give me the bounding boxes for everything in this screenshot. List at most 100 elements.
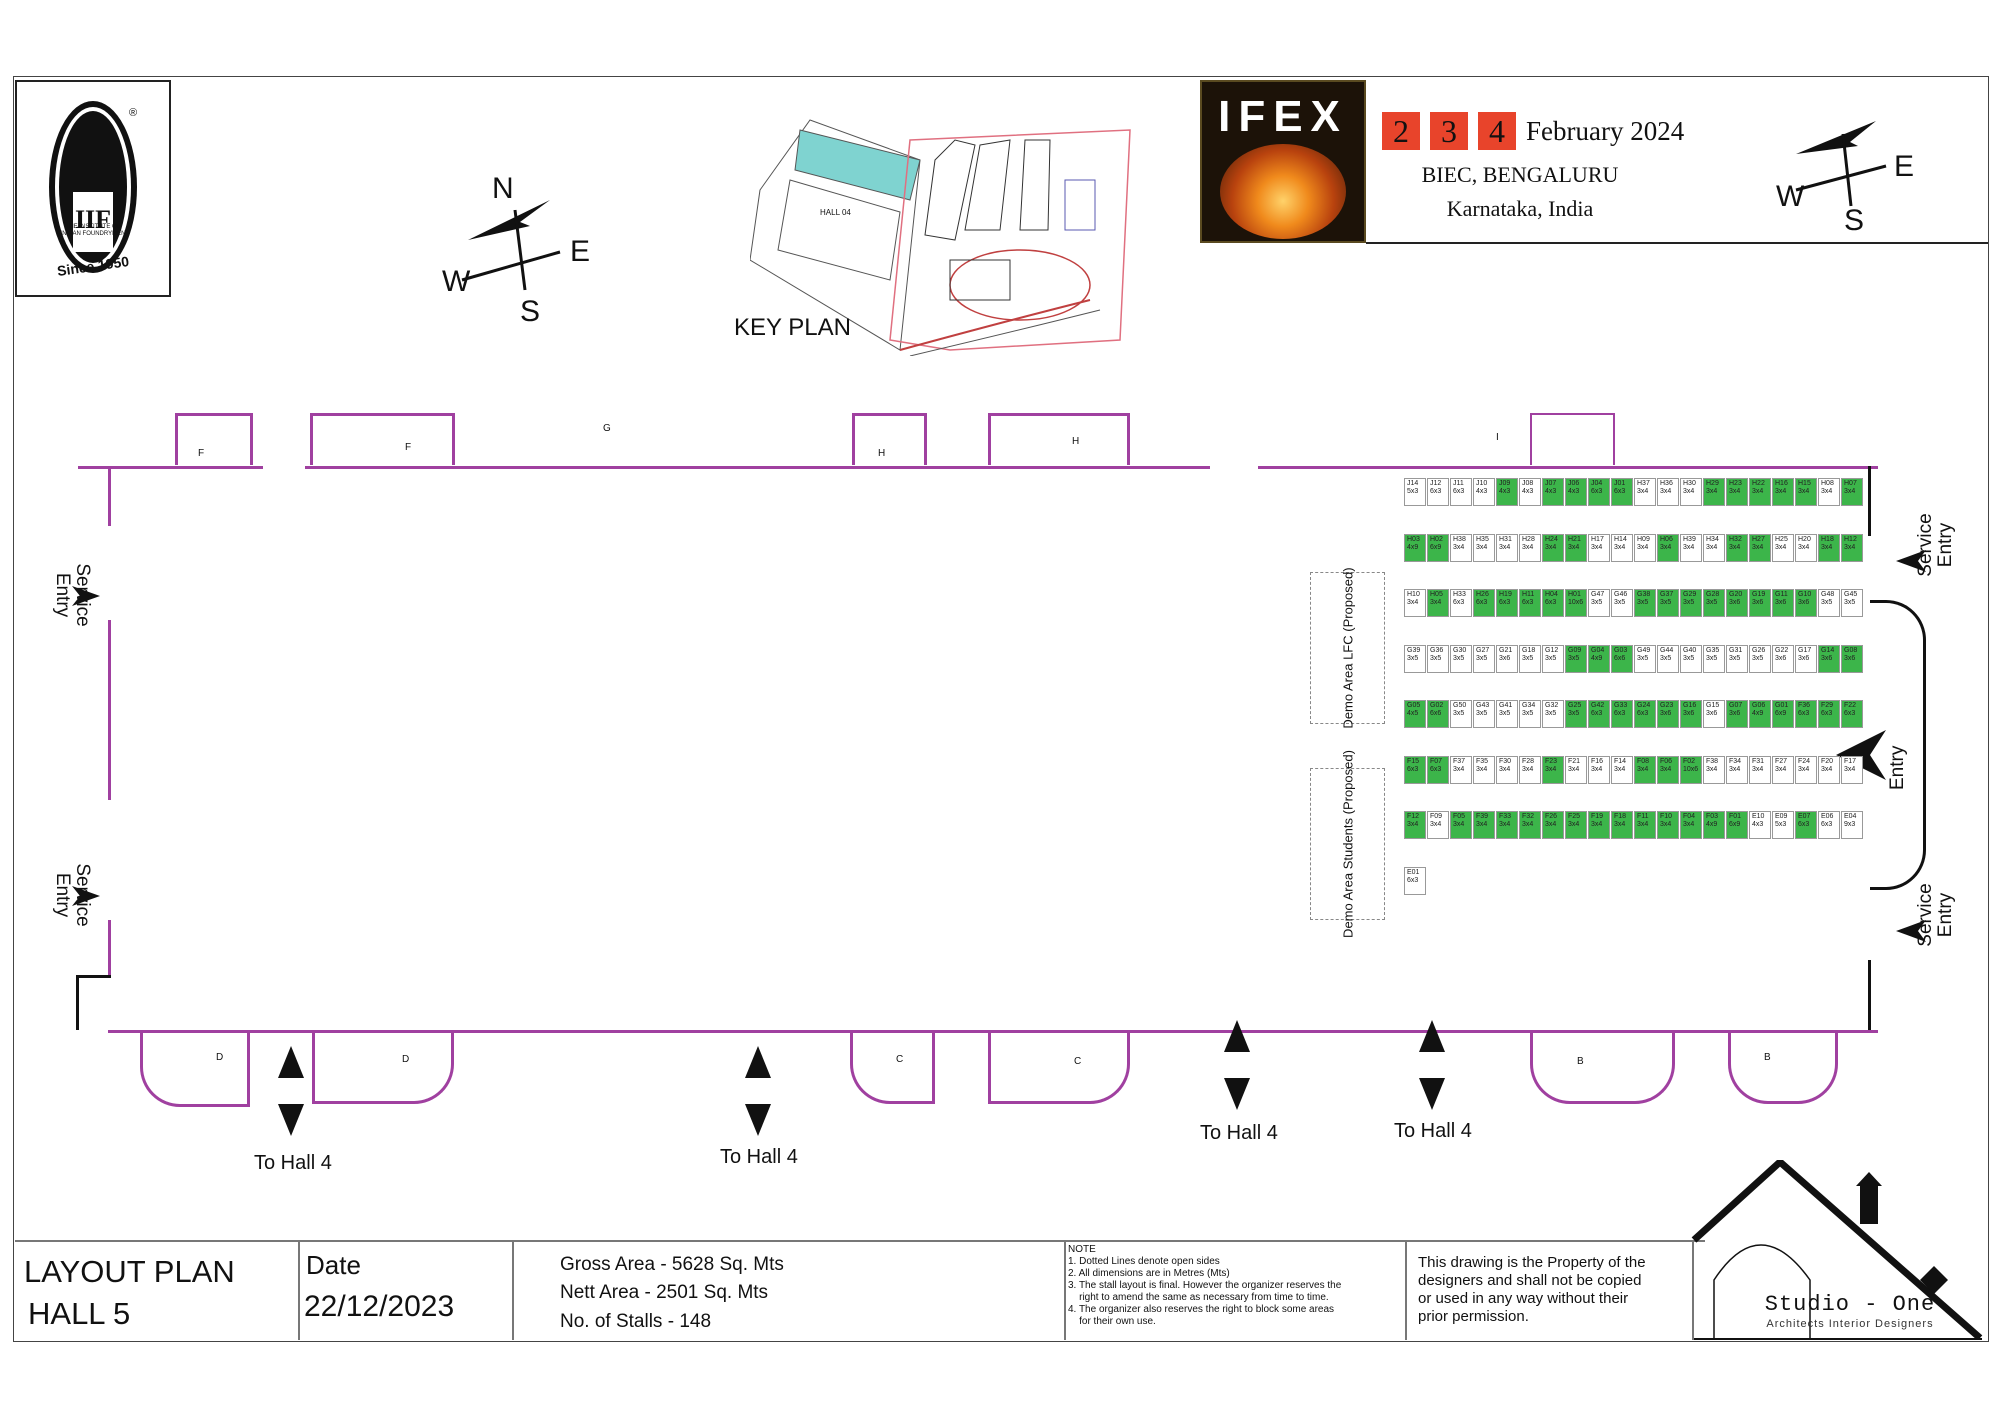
- stall-j14[interactable]: J145x3: [1404, 478, 1426, 506]
- stall-f05[interactable]: F053x4: [1450, 811, 1472, 839]
- stall-g33[interactable]: G336x3: [1611, 700, 1633, 728]
- stall-f04[interactable]: F043x4: [1680, 811, 1702, 839]
- stall-g16[interactable]: G163x6: [1680, 700, 1702, 728]
- stall-h29[interactable]: H293x4: [1703, 478, 1725, 506]
- stall-f37[interactable]: F373x4: [1450, 755, 1472, 784]
- stall-f06[interactable]: F063x4: [1657, 755, 1679, 784]
- stall-g20[interactable]: G203x6: [1726, 589, 1748, 617]
- stall-h14[interactable]: H143x4: [1611, 533, 1633, 562]
- stall-g24[interactable]: G246x3: [1634, 700, 1656, 728]
- stall-g34[interactable]: G343x5: [1519, 700, 1541, 728]
- stall-f09[interactable]: F093x4: [1427, 811, 1449, 839]
- stall-g23[interactable]: G233x6: [1657, 700, 1679, 728]
- stall-h04[interactable]: H046x3: [1542, 589, 1564, 617]
- stall-f22[interactable]: F226x3: [1841, 700, 1863, 728]
- stall-h39[interactable]: H393x4: [1680, 533, 1702, 562]
- stall-f12[interactable]: F123x4: [1404, 811, 1426, 839]
- stall-g05[interactable]: G054x5: [1404, 700, 1426, 728]
- stall-h23[interactable]: H233x4: [1726, 478, 1748, 506]
- stall-g31[interactable]: G313x5: [1726, 644, 1748, 673]
- stall-g22[interactable]: G223x6: [1772, 644, 1794, 673]
- stall-g09[interactable]: G093x5: [1565, 644, 1587, 673]
- stall-g10[interactable]: G103x6: [1795, 589, 1817, 617]
- stall-h20[interactable]: H203x4: [1795, 533, 1817, 562]
- stall-g32[interactable]: G323x5: [1542, 700, 1564, 728]
- stall-f39[interactable]: F393x4: [1473, 811, 1495, 839]
- stall-g17[interactable]: G173x6: [1795, 644, 1817, 673]
- stall-g44[interactable]: G443x5: [1657, 644, 1679, 673]
- stall-h05[interactable]: H053x4: [1427, 589, 1449, 617]
- stall-h24[interactable]: H243x4: [1542, 533, 1564, 562]
- stall-g50[interactable]: G503x5: [1450, 700, 1472, 728]
- stall-g28[interactable]: G283x5: [1703, 589, 1725, 617]
- stall-g48[interactable]: G483x5: [1818, 589, 1840, 617]
- stall-e10[interactable]: E104x3: [1749, 811, 1771, 839]
- stall-h25[interactable]: H253x4: [1772, 533, 1794, 562]
- stall-f16[interactable]: F163x4: [1588, 755, 1610, 784]
- stall-g21[interactable]: G213x6: [1496, 644, 1518, 673]
- stall-j07[interactable]: J074x3: [1542, 478, 1564, 506]
- stall-h02[interactable]: H026x9: [1427, 533, 1449, 562]
- stall-g42[interactable]: G426x3: [1588, 700, 1610, 728]
- stall-f20[interactable]: F203x4: [1818, 755, 1840, 784]
- stall-h17[interactable]: H173x4: [1588, 533, 1610, 562]
- stall-h11[interactable]: H116x3: [1519, 589, 1541, 617]
- stall-g49[interactable]: G493x5: [1634, 644, 1656, 673]
- stall-h37[interactable]: H373x4: [1634, 478, 1656, 506]
- stall-h10[interactable]: H103x4: [1404, 589, 1426, 617]
- stall-h26[interactable]: H266x3: [1473, 589, 1495, 617]
- stall-g29[interactable]: G293x5: [1680, 589, 1702, 617]
- stall-j09[interactable]: J094x3: [1496, 478, 1518, 506]
- stall-g25[interactable]: G253x5: [1565, 700, 1587, 728]
- stall-h36[interactable]: H363x4: [1657, 478, 1679, 506]
- stall-f25[interactable]: F253x4: [1565, 811, 1587, 839]
- stall-h21[interactable]: H213x4: [1565, 533, 1587, 562]
- stall-g45[interactable]: G453x5: [1841, 589, 1863, 617]
- stall-f03[interactable]: F034x9: [1703, 811, 1725, 839]
- stall-f07[interactable]: F076x3: [1427, 755, 1449, 784]
- stall-g03[interactable]: G036x6: [1611, 644, 1633, 673]
- stall-f10[interactable]: F103x4: [1657, 811, 1679, 839]
- stall-g18[interactable]: G183x5: [1519, 644, 1541, 673]
- stall-h08[interactable]: H083x4: [1818, 478, 1840, 506]
- stall-g47[interactable]: G473x5: [1588, 589, 1610, 617]
- stall-h06[interactable]: H063x4: [1657, 533, 1679, 562]
- stall-h38[interactable]: H383x4: [1450, 533, 1472, 562]
- stall-g01[interactable]: G016x9: [1772, 700, 1794, 728]
- stall-g04[interactable]: G044x9: [1588, 644, 1610, 673]
- stall-g37[interactable]: G373x5: [1657, 589, 1679, 617]
- stall-j08[interactable]: J084x3: [1519, 478, 1541, 506]
- stall-h34[interactable]: H343x4: [1703, 533, 1725, 562]
- stall-f35[interactable]: F353x4: [1473, 755, 1495, 784]
- stall-f08[interactable]: F083x4: [1634, 755, 1656, 784]
- stall-f01[interactable]: F016x9: [1726, 811, 1748, 839]
- stall-f18[interactable]: F183x4: [1611, 811, 1633, 839]
- stall-h32[interactable]: H323x4: [1726, 533, 1748, 562]
- stall-f11[interactable]: F113x4: [1634, 811, 1656, 839]
- stall-g40[interactable]: G403x5: [1680, 644, 1702, 673]
- stall-g14[interactable]: G143x6: [1818, 644, 1840, 673]
- stall-e07[interactable]: E076x3: [1795, 811, 1817, 839]
- stall-j01[interactable]: J016x3: [1611, 478, 1633, 506]
- stall-h07[interactable]: H073x4: [1841, 478, 1863, 506]
- stall-g39[interactable]: G393x5: [1404, 644, 1426, 673]
- stall-f21[interactable]: F213x4: [1565, 755, 1587, 784]
- stall-f26[interactable]: F263x4: [1542, 811, 1564, 839]
- stall-f28[interactable]: F283x4: [1519, 755, 1541, 784]
- stall-g46[interactable]: G463x5: [1611, 589, 1633, 617]
- stall-f14[interactable]: F143x4: [1611, 755, 1633, 784]
- stall-h01[interactable]: H0110x6: [1565, 589, 1587, 617]
- stall-h15[interactable]: H153x4: [1795, 478, 1817, 506]
- stall-h35[interactable]: H353x4: [1473, 533, 1495, 562]
- stall-g12[interactable]: G123x5: [1542, 644, 1564, 673]
- stall-h33[interactable]: H336x3: [1450, 589, 1472, 617]
- stall-g19[interactable]: G193x6: [1749, 589, 1771, 617]
- stall-g15[interactable]: G153x6: [1703, 700, 1725, 728]
- stall-h22[interactable]: H223x4: [1749, 478, 1771, 506]
- stall-g41[interactable]: G413x5: [1496, 700, 1518, 728]
- stall-j06[interactable]: J064x3: [1565, 478, 1587, 506]
- stall-f24[interactable]: F243x4: [1795, 755, 1817, 784]
- stall-f17[interactable]: F173x4: [1841, 755, 1863, 784]
- stall-f38[interactable]: F383x4: [1703, 755, 1725, 784]
- stall-f34[interactable]: F343x4: [1726, 755, 1748, 784]
